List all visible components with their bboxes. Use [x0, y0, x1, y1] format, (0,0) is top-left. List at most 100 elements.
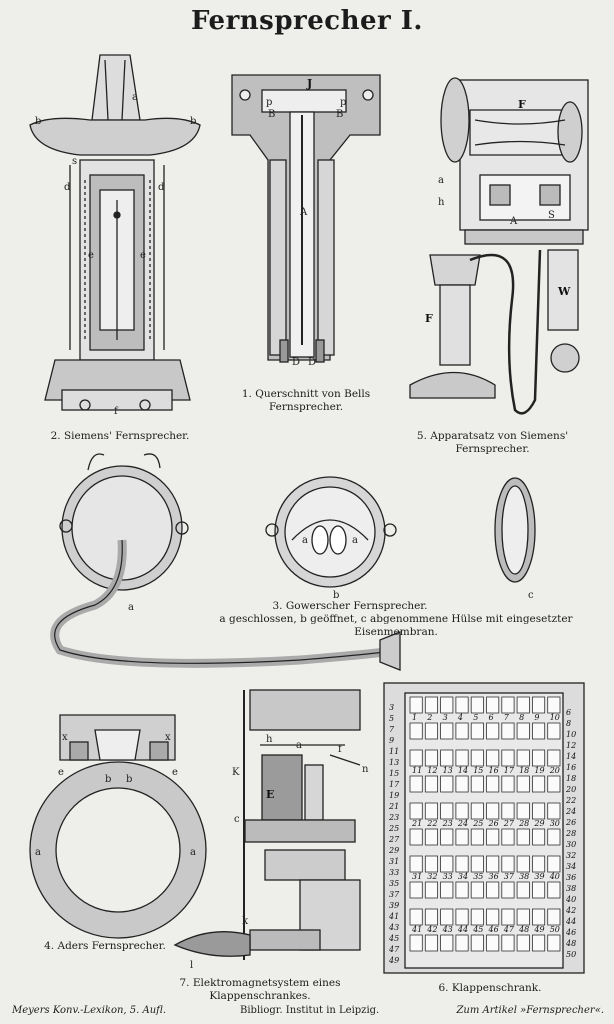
switchboard-flap: [440, 828, 454, 846]
switchboard-row-number: 3: [443, 713, 448, 722]
switchboard-left-number: 47: [388, 945, 400, 954]
switchboard-row-number: 10: [550, 713, 560, 722]
switchboard-flap: [455, 828, 469, 846]
switchboard-row-number: 20: [549, 766, 560, 775]
label: a: [302, 535, 308, 546]
switchboard-flap: [547, 775, 561, 793]
label: x: [62, 732, 68, 743]
switchboard-flap: [409, 881, 423, 899]
switchboard-flap: [516, 908, 530, 926]
switchboard-flap: [516, 696, 530, 714]
switchboard-flap: [424, 855, 438, 873]
label: e: [140, 250, 146, 261]
label: a: [190, 847, 196, 858]
switchboard-flap: [470, 775, 484, 793]
switchboard-row-number: 35: [473, 872, 483, 881]
switchboard-flap: [455, 855, 469, 873]
switchboard-left-number: 15: [389, 769, 399, 778]
label: b: [105, 774, 111, 785]
label: A: [509, 216, 518, 227]
label: F: [518, 98, 526, 111]
switchboard-left-number: 19: [389, 791, 399, 800]
switchboard-right-number: 8: [566, 719, 571, 728]
caption-fig3-sub: a geschlossen, b geöffnet, c abgenommene…: [219, 613, 573, 638]
label: n: [362, 764, 369, 775]
footer-left: Meyers Konv.-Lexikon, 5. Aufl.: [12, 1005, 167, 1016]
switchboard-row-number: 25: [472, 819, 483, 828]
switchboard-flap: [532, 722, 546, 740]
switchboard-flap: [532, 908, 546, 926]
switchboard-flap: [516, 828, 530, 846]
switchboard-flap: [424, 749, 438, 767]
switchboard-left-number: 27: [388, 835, 400, 844]
label: p: [340, 97, 346, 108]
switchboard-flap: [486, 828, 500, 846]
switchboard-left-number: 9: [389, 736, 394, 745]
switchboard-flap: [547, 802, 561, 820]
switchboard-flap: [486, 855, 500, 873]
switchboard-flap: [516, 722, 530, 740]
switchboard-row-number: 9: [534, 713, 539, 722]
label: f: [114, 406, 119, 417]
switchboard-row-number: 48: [518, 925, 529, 934]
switchboard-flap: [486, 775, 500, 793]
switchboard-row-number: 17: [504, 766, 515, 775]
switchboard-flap: [409, 855, 423, 873]
switchboard-row-number: 28: [518, 819, 529, 828]
switchboard-right-number: 38: [566, 884, 576, 893]
switchboard-flap: [532, 934, 546, 952]
switchboard-right-number: 24: [565, 807, 576, 816]
switchboard-flap: [547, 722, 561, 740]
switchboard-row-number: 46: [488, 925, 499, 934]
switchboard-flap: [470, 855, 484, 873]
label: a: [132, 92, 138, 103]
label: E: [266, 788, 274, 801]
switchboard-left-number: 7: [389, 725, 395, 734]
switchboard-flap: [547, 908, 561, 926]
switchboard-flap: [470, 908, 484, 926]
switchboard-right-number: 14: [566, 752, 576, 761]
switchboard-right-number: 22: [565, 796, 576, 805]
label: b: [126, 774, 132, 785]
switchboard-flap: [424, 934, 438, 952]
switchboard-right-number: 48: [565, 939, 576, 948]
switchboard-flap: [516, 802, 530, 820]
switchboard-flap: [501, 881, 515, 899]
switchboard-left-number: 5: [389, 714, 394, 723]
switchboard-flap: [409, 749, 423, 767]
label: h: [438, 197, 445, 208]
switchboard-row-number: 23: [442, 819, 453, 828]
label: c: [234, 814, 240, 825]
switchboard-row-number: 29: [533, 819, 544, 828]
switchboard-row-number: 43: [442, 925, 453, 934]
switchboard-row-number: 24: [457, 819, 468, 828]
switchboard-flap: [486, 722, 500, 740]
caption-fig1: 1. Querschnitt von Bells Fernsprecher.: [241, 388, 371, 413]
switchboard-flap: [501, 855, 515, 873]
switchboard-flap: [424, 828, 438, 846]
switchboard-row-number: 44: [457, 925, 468, 934]
label: a: [128, 602, 134, 613]
switchboard-left-number: 39: [389, 901, 399, 910]
switchboard-left-number: 25: [388, 824, 399, 833]
switchboard-row-number: 21: [411, 819, 422, 828]
label: A: [299, 207, 308, 218]
fig7-electromagnet-system: [173, 689, 361, 960]
label: D: [292, 357, 300, 368]
switchboard-flap: [455, 802, 469, 820]
switchboard-flap: [424, 802, 438, 820]
switchboard-flap: [470, 934, 484, 952]
switchboard-row-number: 38: [519, 872, 529, 881]
label: a: [296, 740, 302, 751]
switchboard-flap: [547, 696, 561, 714]
switchboard-flap: [532, 881, 546, 899]
label: S: [548, 210, 555, 221]
switchboard-flap: [486, 934, 500, 952]
switchboard-left-number: 41: [388, 912, 399, 921]
switchboard-flap: [547, 855, 561, 873]
switchboard-left-number: 35: [389, 879, 399, 888]
switchboard-flap: [470, 828, 484, 846]
label: D: [308, 357, 316, 368]
switchboard-row-number: 31: [412, 872, 422, 881]
